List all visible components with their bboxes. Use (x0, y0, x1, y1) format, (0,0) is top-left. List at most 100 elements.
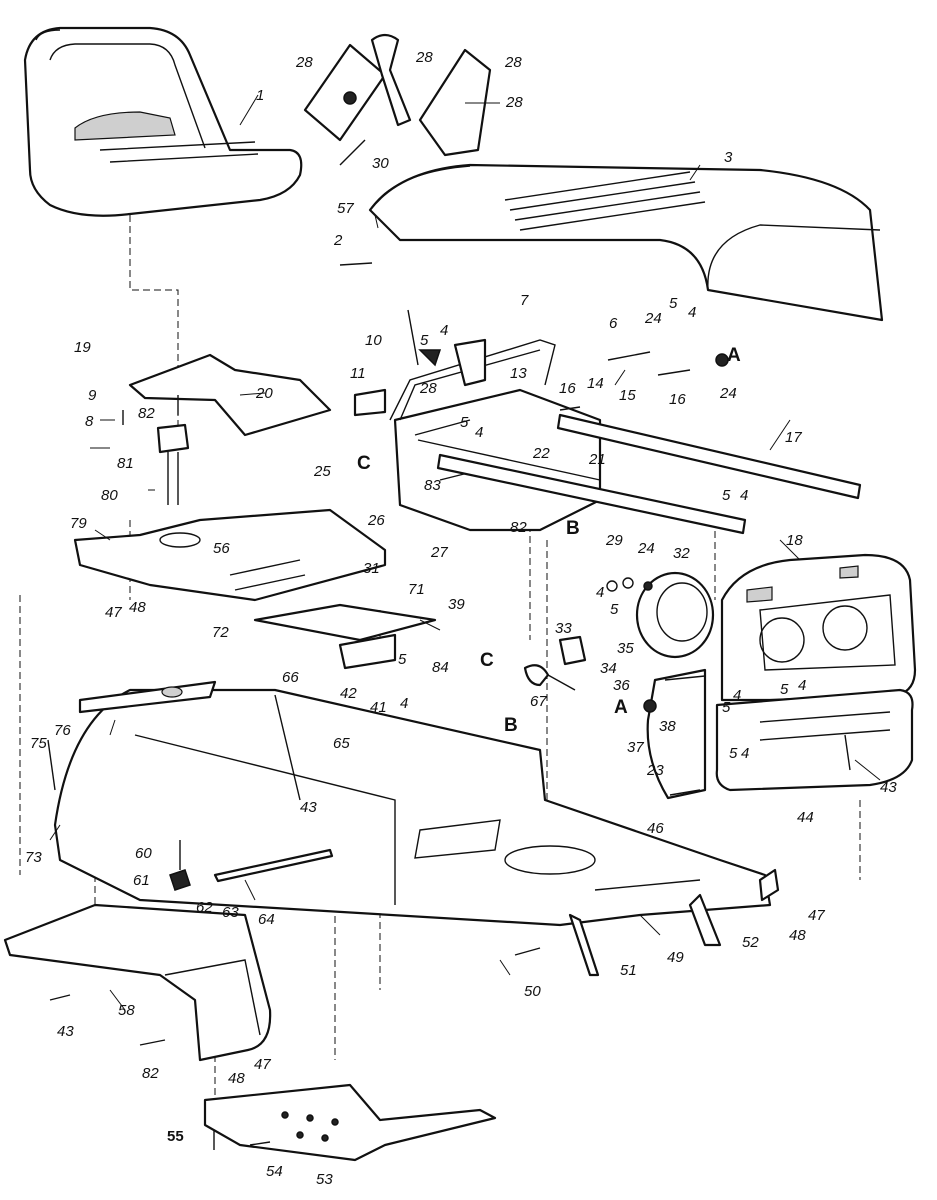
reference-markers: A A B B C C (357, 345, 741, 736)
callout-48: 48 (129, 599, 146, 616)
callout-84: 84 (432, 659, 449, 676)
callout-18: 18 (786, 532, 803, 549)
callout-4: 4 (733, 687, 741, 704)
callout-4: 4 (400, 695, 408, 712)
headlight (635, 571, 715, 659)
callout-23: 23 (646, 762, 664, 779)
callout-80: 80 (101, 487, 118, 504)
callout-26: 26 (367, 512, 385, 529)
callout-61: 61 (133, 872, 150, 889)
callout-35: 35 (617, 640, 634, 657)
callout-28: 28 (505, 94, 523, 111)
callout-38: 38 (659, 718, 676, 735)
marker-a: A (727, 345, 741, 366)
callout-31: 31 (363, 560, 380, 577)
callout-71: 71 (408, 581, 425, 598)
callout-43: 43 (300, 799, 317, 816)
callout-5: 5 (722, 487, 731, 504)
side-rails (436, 413, 862, 535)
callout-42: 42 (340, 685, 357, 702)
callout-15: 15 (619, 387, 636, 404)
callout-47: 47 (808, 907, 825, 924)
callout-62: 62 (196, 899, 213, 916)
chassis-body (53, 680, 780, 977)
callout-24: 24 (644, 310, 662, 327)
callout-52: 52 (742, 934, 759, 951)
callout-13: 13 (510, 365, 527, 382)
leader-lines (49, 94, 881, 1011)
callout-49: 49 (667, 949, 684, 966)
callout-32: 32 (673, 545, 690, 562)
callout-44: 44 (797, 809, 814, 826)
callout-47: 47 (254, 1056, 271, 1073)
callout-57: 57 (337, 200, 354, 217)
callout-4: 4 (741, 745, 749, 762)
hood (339, 163, 884, 322)
callout-33: 33 (555, 620, 572, 637)
callout-48: 48 (789, 927, 806, 944)
callout-65: 65 (333, 735, 350, 752)
callout-72: 72 (212, 624, 229, 641)
marker-b: B (504, 715, 518, 736)
callout-28: 28 (419, 380, 437, 397)
callout-5: 5 (460, 414, 469, 431)
callout-5: 5 (610, 601, 619, 618)
callout-4: 4 (798, 677, 806, 694)
callout-60: 60 (135, 845, 152, 862)
callout-4: 4 (440, 322, 448, 339)
fuel-cap-assembly (156, 423, 190, 505)
callout-5: 5 (398, 651, 407, 668)
callout-47: 47 (105, 604, 122, 621)
callout-56: 56 (213, 540, 230, 557)
marker-c: C (357, 453, 371, 474)
callout-24: 24 (637, 540, 655, 557)
callout-4: 4 (688, 304, 696, 321)
callout-43: 43 (57, 1023, 74, 1040)
fender (3, 903, 272, 1062)
callout-48: 48 (228, 1070, 245, 1087)
callout-30: 30 (372, 155, 389, 172)
callout-28: 28 (415, 49, 433, 66)
callout-29: 29 (605, 532, 623, 549)
callout-75: 75 (30, 735, 47, 752)
callout-1: 1 (256, 87, 264, 104)
callout-3: 3 (724, 149, 733, 166)
callouts: 1 28 28 28 28 30 3 57 2 10 5 4 7 6 24 5 … (25, 49, 897, 1188)
callout-82: 82 (138, 405, 155, 422)
callout-16: 16 (559, 380, 576, 397)
callout-82: 82 (142, 1065, 159, 1082)
callout-19: 19 (74, 339, 91, 356)
callout-22: 22 (532, 445, 550, 462)
callout-73: 73 (25, 849, 42, 866)
seat-adjuster-brackets (303, 33, 500, 166)
hardware (47, 309, 851, 1150)
callout-51: 51 (620, 962, 637, 979)
callout-53: 53 (316, 1171, 333, 1188)
callout-27: 27 (430, 544, 448, 561)
grille-housing (715, 553, 917, 792)
callout-63: 63 (222, 904, 239, 921)
marker-c: C (480, 650, 494, 671)
callout-11: 11 (350, 365, 366, 382)
callout-20: 20 (255, 385, 273, 402)
callout-17: 17 (785, 429, 802, 446)
callout-50: 50 (524, 983, 541, 1000)
side-panel (646, 668, 707, 800)
callout-43: 43 (880, 779, 897, 796)
callout-28: 28 (295, 54, 313, 71)
fuel-tank-cover (73, 508, 387, 602)
callout-64: 64 (258, 911, 275, 928)
callout-25: 25 (313, 463, 331, 480)
callout-2: 2 (333, 232, 343, 249)
callout-5: 5 (780, 681, 789, 698)
callout-8: 8 (85, 413, 94, 430)
marker-b: B (566, 518, 580, 539)
seat-bracket (128, 353, 332, 437)
callout-4: 4 (475, 424, 483, 441)
callout-10: 10 (365, 332, 382, 349)
callout-36: 36 (613, 677, 630, 694)
battery-plate (253, 603, 437, 670)
callout-67: 67 (530, 693, 547, 710)
callout-55: 55 (167, 1128, 184, 1145)
